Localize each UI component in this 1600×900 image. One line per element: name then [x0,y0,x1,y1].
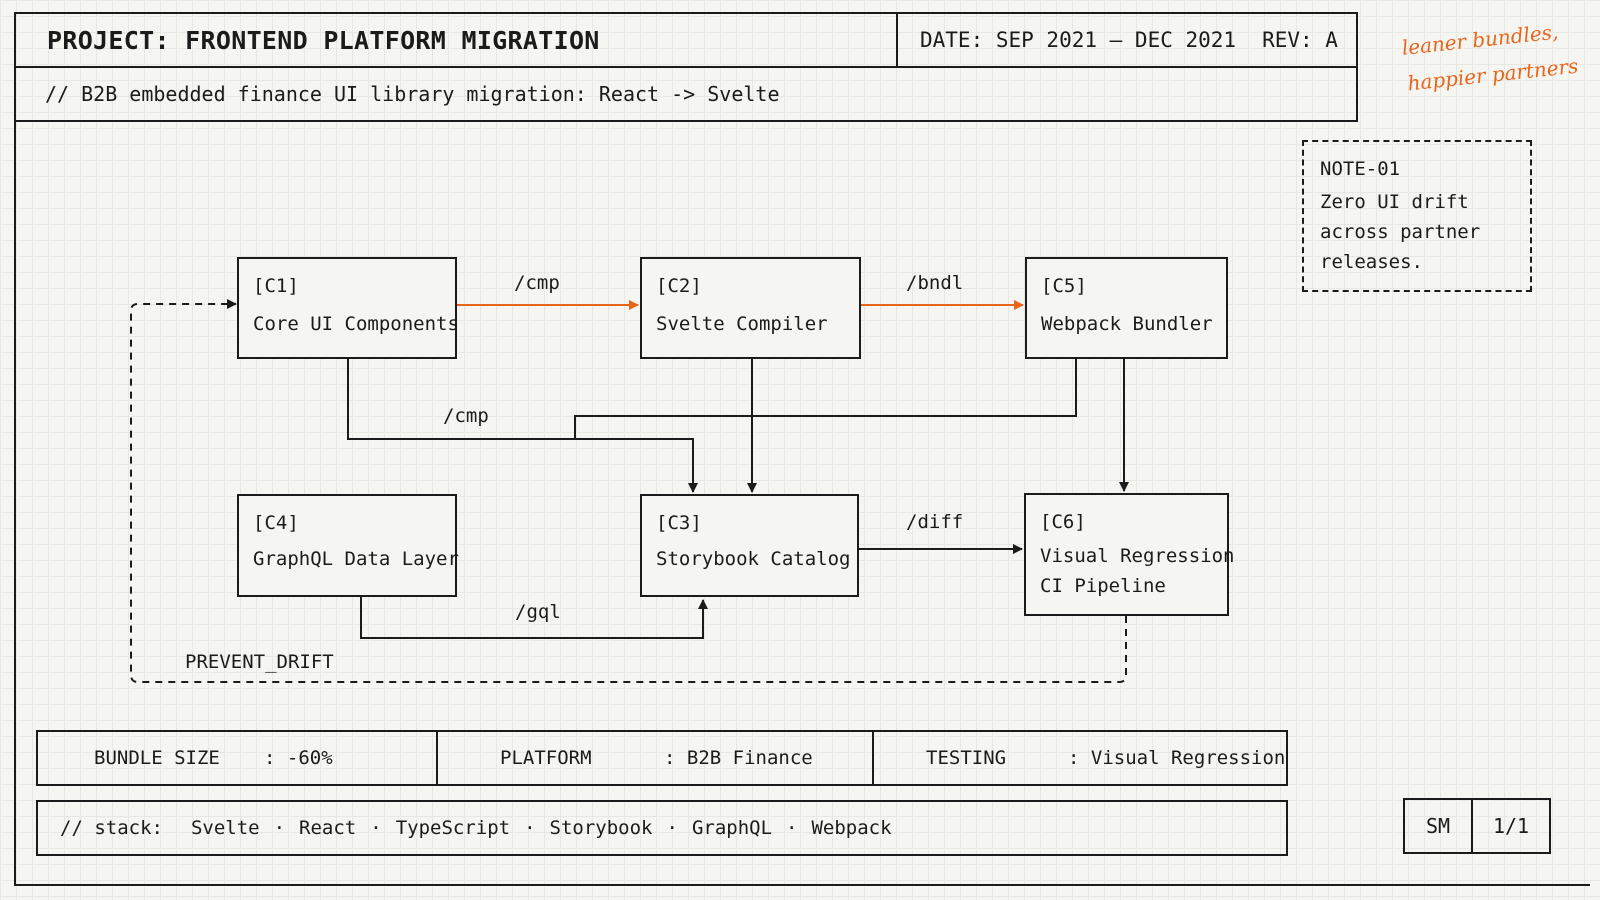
edge-label-feedback: PREVENT_DRIFT [185,651,334,673]
stat-bundle-size: BUNDLE SIZE : -60% [38,732,438,784]
node-svelte-compiler[interactable]: [C2] Svelte Compiler [640,257,861,359]
stack-separator: · [370,817,382,839]
edge-c6-c1-feedback [130,299,1127,683]
node-visual-regression-ci[interactable]: [C6] Visual Regression CI Pipeline [1024,493,1235,616]
node-label: Webpack Bundler [1041,313,1213,335]
node-label: Visual Regression [1040,545,1235,567]
revision: REV: A [1262,28,1338,52]
node-id: [C3] [656,512,702,534]
node-graphql-data-layer[interactable]: [C4] GraphQL Data Layer [237,494,459,597]
stack-item: Webpack [811,817,892,839]
node-label: GraphQL Data Layer [253,548,459,570]
node-webpack-bundler[interactable]: [C5] Webpack Bundler [1025,257,1228,359]
author-initials: SM [1405,800,1473,852]
stats-bar: BUNDLE SIZE : -60% PLATFORM : B2B Financ… [36,730,1288,786]
node-label: Core UI Components [253,313,459,335]
stack-item: Svelte [190,817,260,839]
stack-item: GraphQL [691,817,773,839]
edge-c1-c3 [347,359,698,493]
date-revision: DATE: SEP 2021 — DEC 2021 REV: A [920,28,1338,52]
stat-value: : Visual Regression [1068,747,1286,769]
node-label: Storybook Catalog [656,548,851,570]
stack-prefix: // stack: [60,817,163,839]
title-divider [896,12,898,67]
node-storybook-catalog[interactable]: [C3] Storybook Catalog [640,494,859,597]
stack-separator: · [786,817,798,839]
note-id: NOTE-01 [1320,158,1401,180]
project-subtitle: // B2B embedded finance UI library migra… [45,82,780,106]
node-core-ui-components[interactable]: [C1] Core UI Components [237,257,459,359]
edge-c4-c3 [360,597,708,639]
node-label: CI Pipeline [1040,575,1166,597]
stat-value: : -60% [264,747,333,769]
stat-platform: PLATFORM : B2B Finance [438,732,874,784]
stack-item: TypeScript [395,817,511,839]
edge-label-c2-c5: /bndl [906,272,964,294]
project-title: PROJECT: FRONTEND PLATFORM MIGRATION [47,26,600,55]
stack-separator: · [273,817,286,839]
node-id: [C6] [1040,511,1086,533]
edge-c5-c3 [574,359,1077,439]
tech-stack-bar: // stack: Svelte · React · TypeScript · … [36,800,1288,856]
page-number: 1/1 [1492,814,1530,838]
note-line: Zero UI drift [1320,191,1469,213]
node-id: [C4] [253,512,299,534]
note-box: NOTE-01 Zero UI drift across partner rel… [1302,140,1532,292]
title-separator [14,66,1358,68]
edge-label-c3-c6: /diff [906,511,964,533]
stack-item: React [299,817,357,839]
stat-testing: TESTING : Visual Regression [874,732,1286,784]
edge-label-c1-c3: /cmp [443,405,489,427]
node-id: [C2] [656,275,702,297]
note-line: releases. [1320,251,1423,273]
note-line: across partner [1320,221,1481,243]
stat-value: : B2B Finance [664,747,813,769]
date-range: DATE: SEP 2021 — DEC 2021 [920,28,1237,52]
stat-key: BUNDLE SIZE [94,747,220,769]
stat-key: PLATFORM [500,747,592,769]
node-id: [C5] [1041,275,1087,297]
stack-separator: · [524,817,536,839]
edge-label-c1-c2: /cmp [514,272,560,294]
stack-item: Storybook [549,817,653,839]
drawing-frame [14,12,1590,886]
stack-separator: · [666,817,678,839]
node-label: Svelte Compiler [656,313,828,335]
node-id: [C1] [253,275,299,297]
stat-key: TESTING [926,747,1007,769]
edge-label-c4-c3: /gql [515,601,561,623]
sheet-block: SM 1/1 [1403,798,1551,854]
